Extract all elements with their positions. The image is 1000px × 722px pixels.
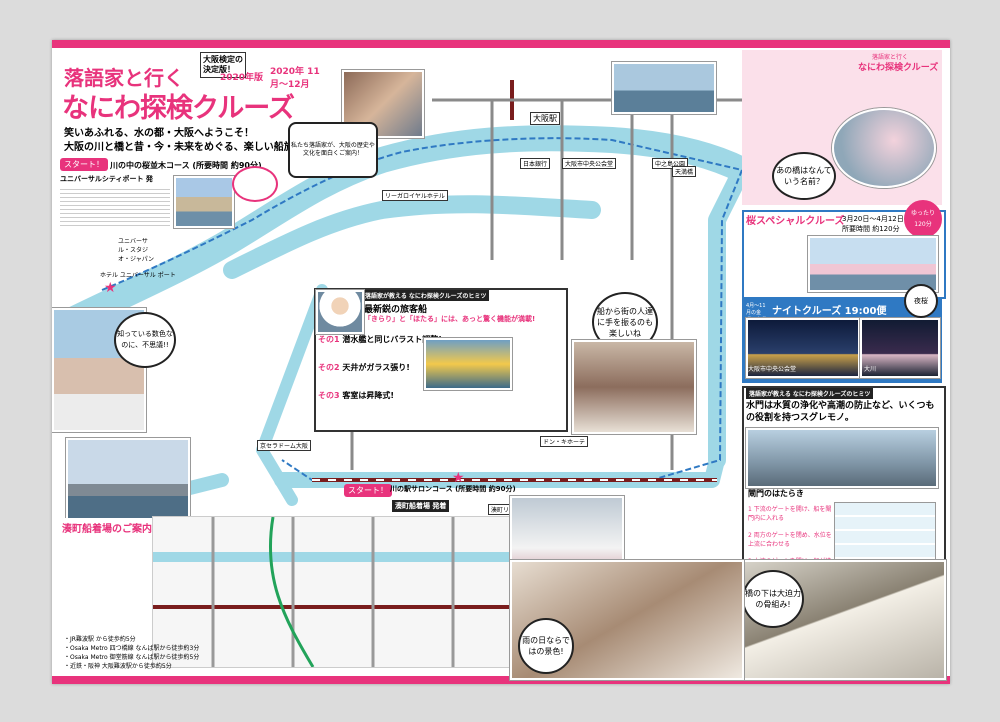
gate-step-1: 1 下流のゲートを開け、船を閘門内に入れる (748, 506, 832, 522)
usj-box: ユニバーサルシティポート 発 (60, 174, 172, 244)
edition-label: 2020年版 (220, 73, 264, 83)
dome-photo (66, 438, 190, 522)
gate-caption: 閘門のはたらき (748, 489, 804, 498)
rakugo-bubble: 私たち落語家が、大阪の歴史や文化を面白くご案内！ (288, 122, 378, 178)
sakura-badge: ゆったり120分 (904, 200, 942, 238)
night-caption-1: 大阪市中央公会堂 (748, 366, 797, 373)
pier-guide-title: 湊町船着場のご案内 (62, 524, 152, 535)
usj-subtitle: ユニバーサル・スタジオ・ジャパン (118, 238, 155, 263)
pier-note-3: ・Osaka Metro 御堂筋線 なんば駅から徒歩約5分 (64, 654, 200, 661)
boat-photo (424, 338, 512, 390)
label-hospital: 大阪市中央公会堂 (562, 158, 617, 169)
night-photo-2 (860, 318, 940, 378)
label-donkey: ドン・キホーテ (540, 436, 589, 447)
boat-title-b: 「きらり」と「ほたる」には、あっと驚く機能が満載! (364, 315, 536, 323)
point-1-num: その1 (318, 335, 340, 344)
point-2-text: 天井がガラス張り! (342, 363, 410, 372)
start1-badge: スタート！ (60, 158, 108, 171)
start-star-1: ★ (104, 280, 117, 296)
gate-photo (746, 428, 938, 488)
pier-note-2: ・Osaka Metro 四つ橋線 なんば駅から徒歩約3分 (64, 645, 200, 652)
sakura-dates: 3月20日〜4月12日 (842, 215, 904, 223)
sakura-duration: 所要時間 約120分 (842, 225, 900, 233)
night-caption-2: 大川 (864, 366, 877, 373)
usj-port-label: ホテル ユニバーサル ポート (100, 272, 176, 279)
pier-map-svg (153, 516, 513, 668)
start2-pier: 湊町船着場 発着 (392, 500, 450, 512)
label-riverside: リーガロイヤルホテル (382, 190, 448, 201)
boat-point-3: その3 客室は昇降式! (318, 390, 394, 401)
castle-photo (832, 108, 936, 188)
mini-logo-title: なにわ探検クルーズ (858, 63, 939, 73)
period-label: 2020年 11月〜12月 (270, 67, 320, 90)
gate-header: 落語家が教える なにわ探検クルーズのヒミツ (746, 388, 874, 399)
title-subtitle: 落語家と行く (64, 66, 184, 90)
gate-body: 水門は水質の浄化や高潮の防止など、いくつもの役割を持つスグレモノ。 (746, 401, 935, 423)
top-band (52, 40, 950, 48)
point-3-text: 客室は昇降式! (342, 391, 395, 400)
start1-course: 川の中の桜並木コース (所要時間 約90分) (110, 161, 262, 170)
gate-step-2: 2 両方のゲートを閉め、水位を上流に合わせる (748, 532, 832, 548)
boat-point-2: その2 天井がガラス張り! (318, 362, 410, 373)
passengers-photo (572, 340, 696, 434)
night-photo-1 (746, 318, 860, 378)
mini-logo-sub: 落語家と行く (872, 54, 909, 61)
rain-bubble: 雨の日ならではの景色! (518, 618, 574, 674)
hotel-photo (174, 176, 234, 228)
boat-point-1: その1 潜水艦と同じバラスト調整! (318, 334, 442, 345)
point-3-num: その3 (318, 391, 340, 400)
bottom-band (52, 676, 950, 684)
label-tenma: 天満橋 (672, 166, 697, 177)
decision-badge: 大阪検定の決定版！ (200, 52, 246, 78)
start-star-2: ★ (452, 470, 465, 486)
usj-text (60, 186, 170, 226)
usj-bubble (232, 166, 278, 202)
brochure-page: 落語家と行く 大阪検定の決定版！ 2020年版 2020年 11月〜12月 なに… (52, 40, 950, 684)
bridge-under-bubble: 橋の下は大迫力の骨組み! (742, 570, 804, 628)
point-2-num: その2 (318, 363, 340, 372)
usj-title: ユニバーサルシティポート 発 (60, 175, 153, 183)
label-osaka-station: 大阪駅 (530, 112, 560, 125)
sakura-title: 桜スペシャルクルーズ (746, 216, 845, 227)
label-nakatsu: 中之島公園 (652, 158, 689, 169)
pier-note-4: ・近鉄・阪神 大阪難波駅から徒歩約5分 (64, 663, 172, 670)
sakura-photo (808, 236, 938, 292)
night-tag: 夜桜 (904, 284, 938, 318)
point-1-text: 潜水艦と同じバラスト調整! (342, 335, 442, 344)
kid-bubble: 知っている数色なのに、不思議!! (114, 312, 176, 368)
pier-note-1: ・JR難波駅 から徒歩約5分 (64, 636, 136, 643)
intro-line-2: 大阪の川と橋と昔・今・未来をめぐる、楽しい船旅へ！ (64, 142, 314, 153)
pier-guide-map (152, 516, 514, 668)
start2-course: 川の駅サロンコース (所要時間 約90分) (390, 485, 516, 493)
intro-line-1: 笑いあふれる、水の都・大阪へようこそ！ (64, 128, 254, 139)
boat-river-photo (612, 62, 716, 114)
label-bank: 日本銀行 (520, 158, 551, 169)
boat-feature-header: 落語家が教える なにわ探検クルーズのヒミツ (362, 290, 490, 301)
start2-badge: スタート！ (344, 484, 392, 497)
label-dome: 京セラドーム大阪 (257, 440, 311, 451)
boat-title-a: 最新鋭の旅客船 (364, 305, 428, 315)
rakugo-performer-photo (316, 290, 364, 334)
night-title: ナイトクルーズ 19:00便 (772, 306, 887, 317)
page-title: なにわ探検クルーズ (62, 93, 295, 124)
castle-bubble: あの橋はなんていう名前？ (772, 152, 836, 200)
